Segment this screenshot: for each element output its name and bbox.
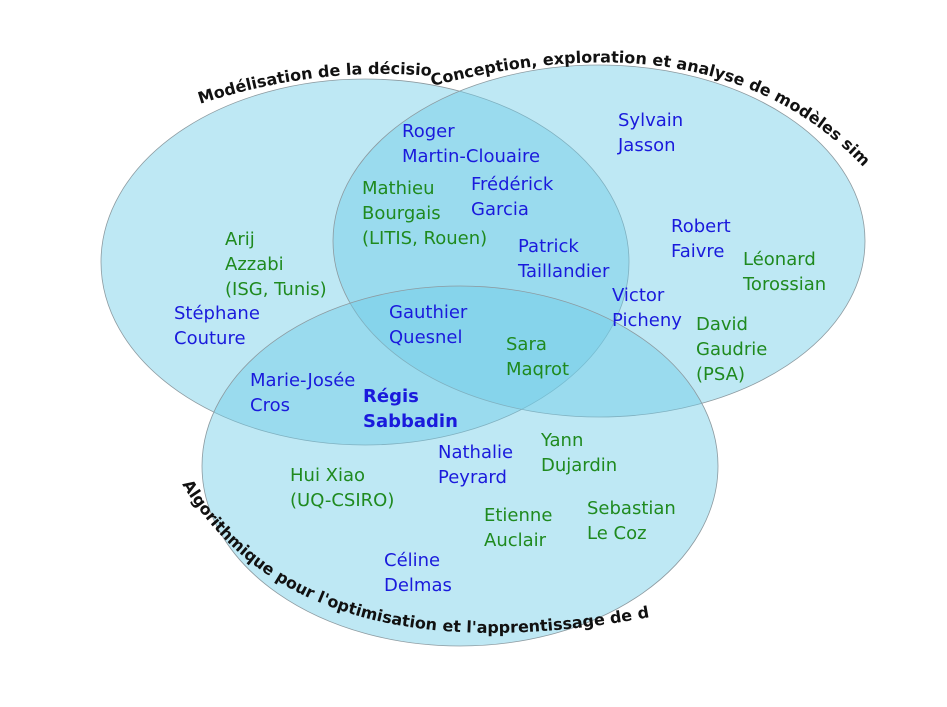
person-name-line: (ISG, Tunis) (225, 279, 327, 300)
person-name-line: Torossian (742, 274, 826, 295)
person-huixiao: Hui Xiao (UQ-CSIRO) (290, 465, 394, 511)
person-name-line: Maqrot (506, 359, 569, 380)
person-name-line: Stéphane (174, 303, 260, 324)
decision-model-circle (100, 78, 630, 446)
person-name-line: Faivre (671, 241, 724, 262)
person-name-line: Sebastian (587, 498, 676, 519)
person-name-line: Martin-Clouaire (402, 146, 540, 167)
person-name-line: Auclair (484, 530, 547, 551)
person-name-line: Arij (225, 229, 255, 250)
person-name-line: Robert (671, 216, 731, 237)
person-name-line: Mathieu (362, 178, 435, 199)
person-name-line: Patrick (518, 236, 579, 257)
person-name-line: (LITIS, Rouen) (362, 228, 487, 249)
person-sebastian: Sebastian Le Coz (587, 498, 676, 544)
person-name-line: Azzabi (225, 254, 284, 275)
person-name-line: (PSA) (696, 364, 745, 385)
simulated-models-circle (332, 64, 866, 418)
person-name-line: Léonard (743, 249, 816, 270)
person-name-line: Picheny (612, 310, 682, 331)
person-name-line: David (696, 314, 748, 335)
person-name-line: Victor (612, 285, 665, 306)
person-name-line: Roger (402, 121, 455, 142)
person-name-line: Marie-Josée (250, 370, 355, 391)
person-name-line: Peyrard (438, 467, 507, 488)
person-name-line: (UQ-CSIRO) (290, 490, 394, 511)
person-name-line: Garcia (471, 199, 529, 220)
person-name-line: Gauthier (389, 302, 468, 323)
person-name-line: Quesnel (389, 327, 463, 348)
person-name-line: Bourgais (362, 203, 441, 224)
person-name-line: Dujardin (541, 455, 617, 476)
person-name-line: Jasson (617, 135, 676, 156)
person-name-line: Sabbadin (363, 411, 458, 432)
person-name-line: Taillandier (517, 261, 610, 282)
person-name-line: Etienne (484, 505, 552, 526)
person-name-line: Yann (540, 430, 583, 451)
person-name-line: Nathalie (438, 442, 513, 463)
person-name-line: Gaudrie (696, 339, 767, 360)
person-name-line: Sara (506, 334, 547, 355)
algorithms-circle (201, 285, 719, 647)
person-name-line: Régis (363, 386, 419, 407)
person-name-line: Delmas (384, 575, 452, 596)
person-name-line: Sylvain (618, 110, 683, 131)
person-name: Hui Xiao (UQ-CSIRO) (290, 465, 394, 511)
person-name-line: Frédérick (471, 174, 554, 195)
person-name-line: Hui Xiao (290, 465, 365, 486)
person-name-line: Cros (250, 395, 290, 416)
person-name-line: Céline (384, 550, 440, 571)
person-name: Sebastian Le Coz (587, 498, 676, 544)
person-name-line: Couture (174, 328, 246, 349)
person-name-line: Le Coz (587, 523, 647, 544)
